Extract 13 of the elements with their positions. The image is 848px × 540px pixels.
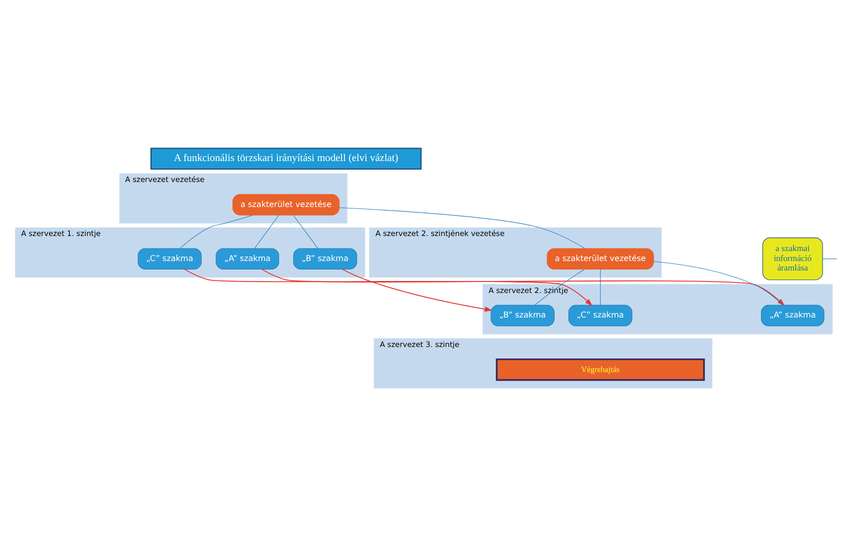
connector [254,214,280,248]
connector [534,268,585,305]
node-box: A funkcionális törzskari irányítási modell (elvi vázlat) [150,147,422,170]
arrow [184,268,592,306]
arrow [342,268,492,312]
node-box: a szakmai információ áramlása [762,237,823,280]
connector [653,260,784,305]
connector [293,214,318,248]
connector [339,206,586,248]
connector [822,258,838,259]
connector [180,214,254,248]
connector [600,268,601,305]
node-box: Végrehajtás [496,358,705,380]
